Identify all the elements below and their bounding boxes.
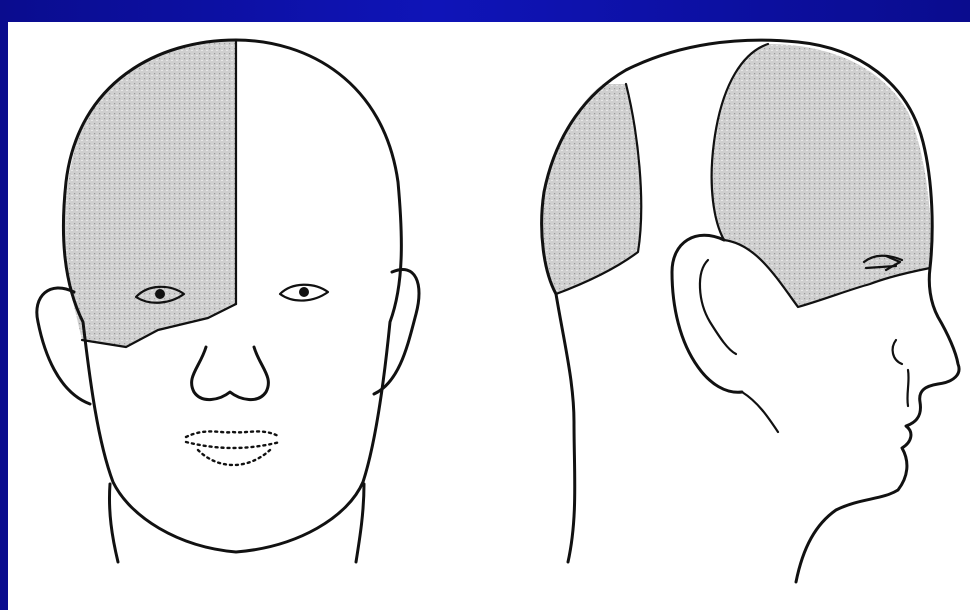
side-nostril bbox=[893, 340, 902, 364]
front-left-pupil bbox=[299, 287, 309, 297]
side-shaded-occipital bbox=[542, 84, 642, 294]
front-nose bbox=[192, 347, 269, 400]
front-mouth-mid bbox=[186, 442, 280, 448]
front-mouth-upper bbox=[186, 431, 280, 437]
front-right-ear bbox=[374, 270, 419, 394]
front-shaded-region bbox=[64, 40, 236, 347]
front-neck-left bbox=[109, 484, 118, 562]
front-view-head bbox=[37, 40, 419, 562]
side-back-neck bbox=[556, 294, 575, 562]
side-cheek-line bbox=[907, 370, 908, 406]
side-jaw-line bbox=[742, 392, 778, 432]
dermatome-diagram bbox=[8, 22, 970, 610]
side-ear bbox=[672, 235, 742, 392]
side-shaded-temporal bbox=[712, 44, 931, 307]
front-right-pupil bbox=[155, 289, 165, 299]
front-mouth-lower bbox=[198, 450, 270, 465]
front-neck-right bbox=[356, 484, 364, 562]
side-ear-inner bbox=[700, 260, 736, 354]
side-view-head bbox=[542, 40, 959, 582]
